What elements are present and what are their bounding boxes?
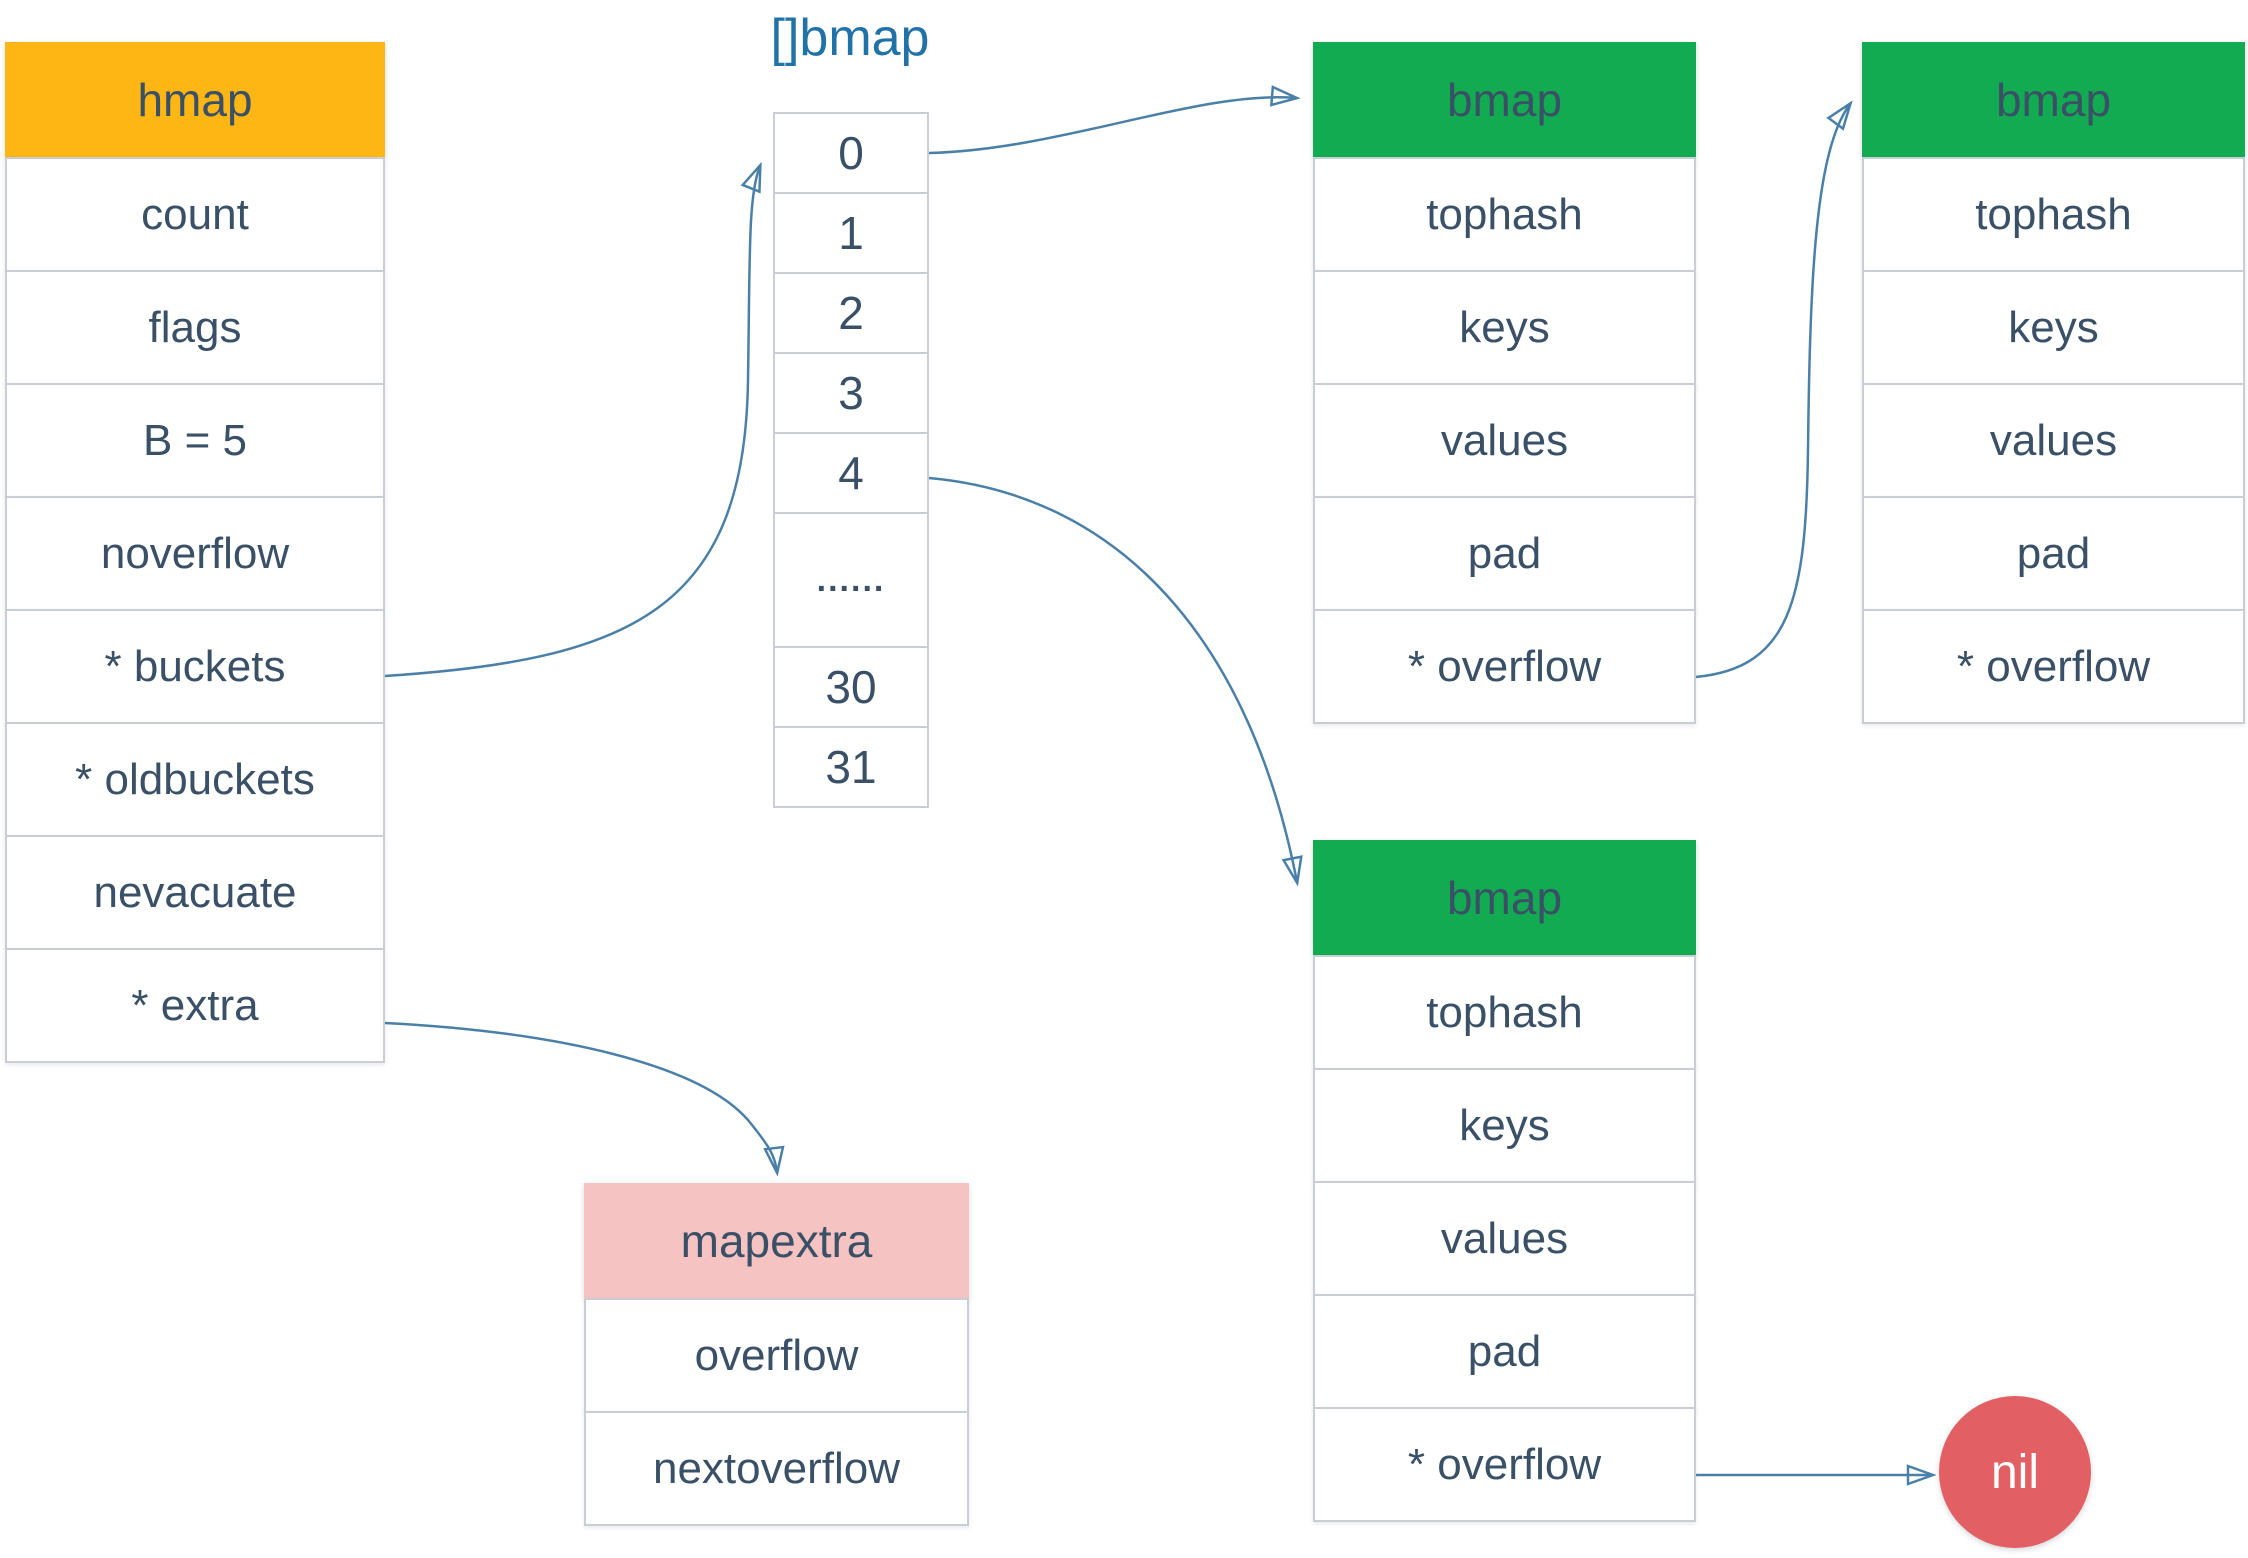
bmap-overflow-row-overflow-ptr: * overflow bbox=[1862, 609, 2245, 724]
mapextra-row-overflow: overflow bbox=[584, 1298, 969, 1413]
bucket-array-title: []bmap bbox=[770, 9, 930, 67]
arrow-buckets-to-array bbox=[384, 166, 760, 678]
bucket-array: 0 1 2 3 4 ...... 30 31 bbox=[773, 112, 929, 808]
bmap-table-bucket4: bmap tophash keys values pad * overflow bbox=[1313, 840, 1696, 1522]
hmap-table: hmap count flags B = 5 noverflow * bucke… bbox=[5, 42, 385, 1063]
bmap-bucket4-row-values: values bbox=[1313, 1181, 1696, 1296]
bmap-bucket0-row-pad: pad bbox=[1313, 496, 1696, 611]
hmap-row-buckets-ptr: * buckets bbox=[5, 609, 385, 724]
bmap-overflow-row-keys: keys bbox=[1862, 270, 2245, 385]
bmap-bucket4-row-tophash: tophash bbox=[1313, 955, 1696, 1070]
hmap-row-oldbuckets-ptr: * oldbuckets bbox=[5, 722, 385, 837]
bucket-cell-30: 30 bbox=[773, 646, 929, 728]
bucket-cell-1: 1 bbox=[773, 192, 929, 274]
bmap-bucket4-row-keys: keys bbox=[1313, 1068, 1696, 1183]
bmap-table-overflow: bmap tophash keys values pad * overflow bbox=[1862, 42, 2245, 724]
arrow-array4-to-bmap-bucket4 bbox=[928, 476, 1297, 882]
bucket-cell-ellipsis: ...... bbox=[773, 512, 929, 648]
bmap-table-bucket0: bmap tophash keys values pad * overflow bbox=[1313, 42, 1696, 724]
hmap-row-flags: flags bbox=[5, 270, 385, 385]
hmap-row-count: count bbox=[5, 157, 385, 272]
bmap-overflow-header: bmap bbox=[1862, 42, 2245, 157]
bmap-bucket4-header: bmap bbox=[1313, 840, 1696, 955]
arrow-array0-to-bmap-bucket0 bbox=[928, 97, 1296, 155]
bucket-cell-0: 0 bbox=[773, 112, 929, 194]
bmap-overflow-row-tophash: tophash bbox=[1862, 157, 2245, 272]
bmap-overflow-row-pad: pad bbox=[1862, 496, 2245, 611]
bmap-bucket0-header: bmap bbox=[1313, 42, 1696, 157]
bucket-cell-4: 4 bbox=[773, 432, 929, 514]
hmap-table-header: hmap bbox=[5, 42, 385, 157]
bmap-bucket0-row-values: values bbox=[1313, 383, 1696, 498]
arrow-overflow-to-bmap-overflow bbox=[1695, 104, 1850, 679]
bmap-bucket0-row-tophash: tophash bbox=[1313, 157, 1696, 272]
bmap-bucket0-row-keys: keys bbox=[1313, 270, 1696, 385]
mapextra-header: mapextra bbox=[584, 1183, 969, 1298]
mapextra-table: mapextra overflow nextoverflow bbox=[584, 1183, 969, 1526]
bucket-cell-3: 3 bbox=[773, 352, 929, 434]
hmap-row-extra-ptr: * extra bbox=[5, 948, 385, 1063]
bucket-cell-2: 2 bbox=[773, 272, 929, 354]
hmap-row-noverflow: noverflow bbox=[5, 496, 385, 611]
mapextra-row-nextoverflow: nextoverflow bbox=[584, 1411, 969, 1526]
bmap-bucket4-row-overflow-ptr: * overflow bbox=[1313, 1407, 1696, 1522]
hmap-row-nevacuate: nevacuate bbox=[5, 835, 385, 950]
bmap-overflow-row-values: values bbox=[1862, 383, 2245, 498]
bucket-cell-31: 31 bbox=[773, 726, 929, 808]
bmap-bucket4-row-pad: pad bbox=[1313, 1294, 1696, 1409]
arrow-extra-to-mapextra bbox=[384, 1021, 777, 1172]
bmap-bucket0-row-overflow-ptr: * overflow bbox=[1313, 609, 1696, 724]
nil-node: nil bbox=[1939, 1396, 2091, 1548]
hmap-row-b: B = 5 bbox=[5, 383, 385, 498]
